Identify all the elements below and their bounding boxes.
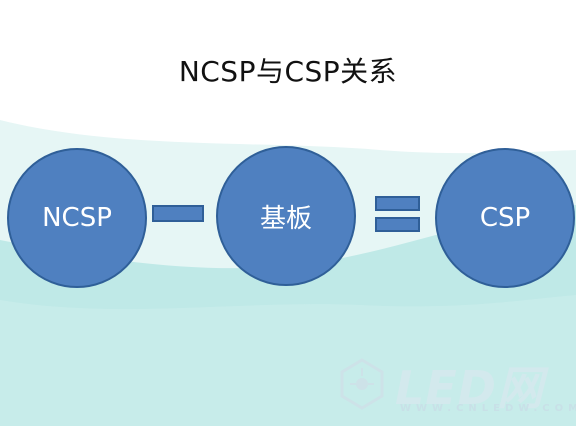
- circle-csp: CSP: [435, 148, 575, 288]
- page-title: NCSP与CSP关系: [178, 55, 398, 88]
- equals-operator-top: [375, 196, 420, 211]
- equals-operator-bottom: [375, 217, 420, 232]
- circle-ncsp: NCSP: [7, 148, 147, 288]
- minus-operator: [152, 205, 204, 222]
- watermark-logo: LED网: [395, 361, 544, 415]
- circle-substrate: 基板: [216, 146, 356, 286]
- watermark-logo-icon: [340, 358, 384, 410]
- watermark-url: WWW.CNLEDW.COM: [400, 403, 576, 414]
- wave-pale: [0, 295, 576, 426]
